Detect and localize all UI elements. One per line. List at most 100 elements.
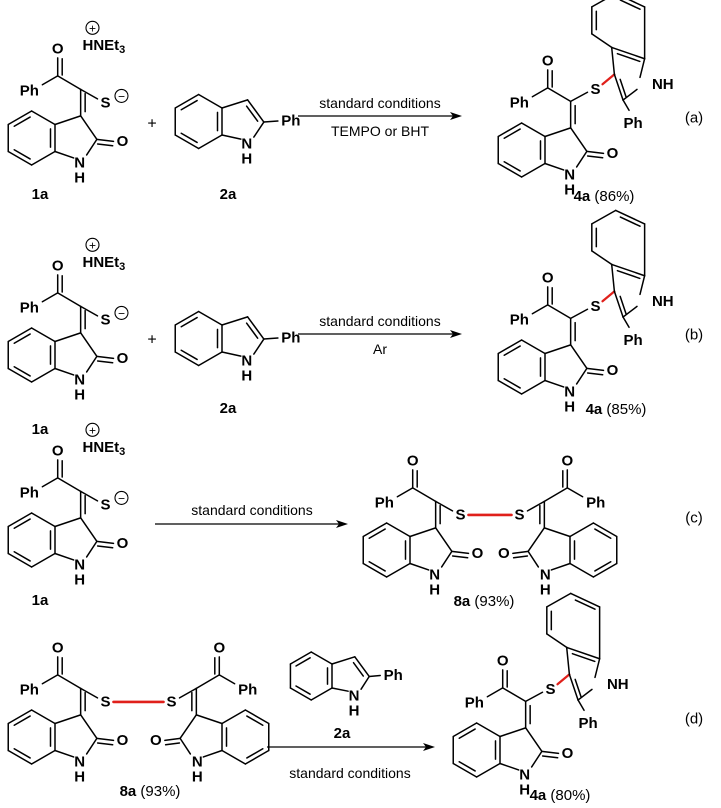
row-tag: (b) xyxy=(685,327,703,344)
bond xyxy=(30,150,56,166)
bond xyxy=(475,722,501,738)
phenyl-label: Ph xyxy=(465,694,484,711)
bond xyxy=(546,304,572,320)
bond xyxy=(246,99,265,123)
compound-number: 2a xyxy=(220,186,237,203)
bond xyxy=(221,316,249,326)
bond xyxy=(591,33,613,49)
bond xyxy=(544,127,572,138)
bond xyxy=(619,216,641,227)
reaction-arrow-head xyxy=(336,520,348,528)
bond xyxy=(54,714,82,725)
bond xyxy=(594,657,601,679)
compound-2a-label: 2a xyxy=(220,186,237,203)
bond xyxy=(180,349,198,361)
sulfur-label: S xyxy=(100,311,110,328)
phenyl-label: Ph xyxy=(238,681,257,698)
carbonyl-oxygen-label: O xyxy=(52,257,64,274)
bond xyxy=(56,477,82,493)
bond xyxy=(7,327,33,343)
bond xyxy=(610,263,646,277)
bond xyxy=(174,310,200,326)
bond xyxy=(569,308,589,320)
triethylammonium-label: HNEt3 xyxy=(82,253,125,273)
compound-2a-label: 2a xyxy=(220,400,237,417)
compound-1a-label: 1a xyxy=(32,592,49,609)
bond xyxy=(610,46,616,76)
bond xyxy=(614,209,646,225)
compound-number: 4a xyxy=(586,401,603,418)
bond xyxy=(512,555,529,559)
bond xyxy=(575,150,588,168)
row-tag: (c) xyxy=(685,510,703,527)
bond xyxy=(527,550,540,568)
bond xyxy=(7,709,33,725)
bond xyxy=(619,0,641,10)
carbonyl-oxygen-label: O xyxy=(52,40,64,57)
bond xyxy=(79,517,98,543)
bond xyxy=(13,116,31,127)
bond xyxy=(331,687,349,692)
bond xyxy=(458,728,476,739)
bond xyxy=(13,715,31,726)
bond xyxy=(452,762,478,778)
bond xyxy=(221,749,247,765)
bond xyxy=(409,562,430,571)
bond xyxy=(368,528,386,539)
bond xyxy=(543,527,571,538)
bond xyxy=(565,646,601,660)
bond xyxy=(179,737,192,755)
compound-1a-label: 1a xyxy=(32,421,49,438)
bond xyxy=(497,122,523,138)
indole-nitrogen-label: N xyxy=(241,353,252,370)
compound-8a-label: 8a (93%) xyxy=(120,783,181,800)
subscript-3: 3 xyxy=(119,261,125,273)
oxygen-label: O xyxy=(607,145,619,162)
bond xyxy=(530,750,543,768)
indole-phenyl-label: Ph xyxy=(578,715,597,732)
bond xyxy=(289,687,312,701)
phenyl-label: Ph xyxy=(510,311,529,328)
product-label: 4a (85%) xyxy=(586,401,647,418)
bond xyxy=(434,527,453,553)
sulfur-label: S xyxy=(590,81,600,98)
bond xyxy=(221,351,242,357)
bond xyxy=(253,338,265,355)
positive-charge-circle xyxy=(85,237,100,252)
bond xyxy=(616,52,641,63)
bond xyxy=(458,761,476,772)
bond xyxy=(569,344,588,370)
bond xyxy=(497,162,523,178)
bond xyxy=(96,143,114,147)
bond xyxy=(574,599,596,610)
oxygen-label: O xyxy=(117,133,129,150)
bond xyxy=(566,487,584,498)
bond xyxy=(85,355,98,373)
bond xyxy=(601,73,616,86)
bond xyxy=(622,316,630,329)
row-tag: (a) xyxy=(685,110,703,127)
bond xyxy=(520,122,546,138)
bond xyxy=(180,132,198,144)
oxygen-label: O xyxy=(117,732,129,749)
bond xyxy=(164,742,181,746)
bond xyxy=(13,518,31,529)
hnet-text: HNEt xyxy=(82,253,119,270)
bond xyxy=(7,512,33,528)
bond xyxy=(601,290,616,303)
bond xyxy=(244,749,270,765)
oxygen-label: O xyxy=(150,732,162,749)
bond xyxy=(486,687,504,698)
bond xyxy=(7,552,33,568)
bond xyxy=(544,344,572,355)
indole-nh-label: NH xyxy=(652,293,674,310)
carbonyl-oxygen-label: O xyxy=(52,442,64,459)
compound-1a-label: 1a xyxy=(32,186,49,203)
nitrogen-label: N xyxy=(540,566,551,583)
